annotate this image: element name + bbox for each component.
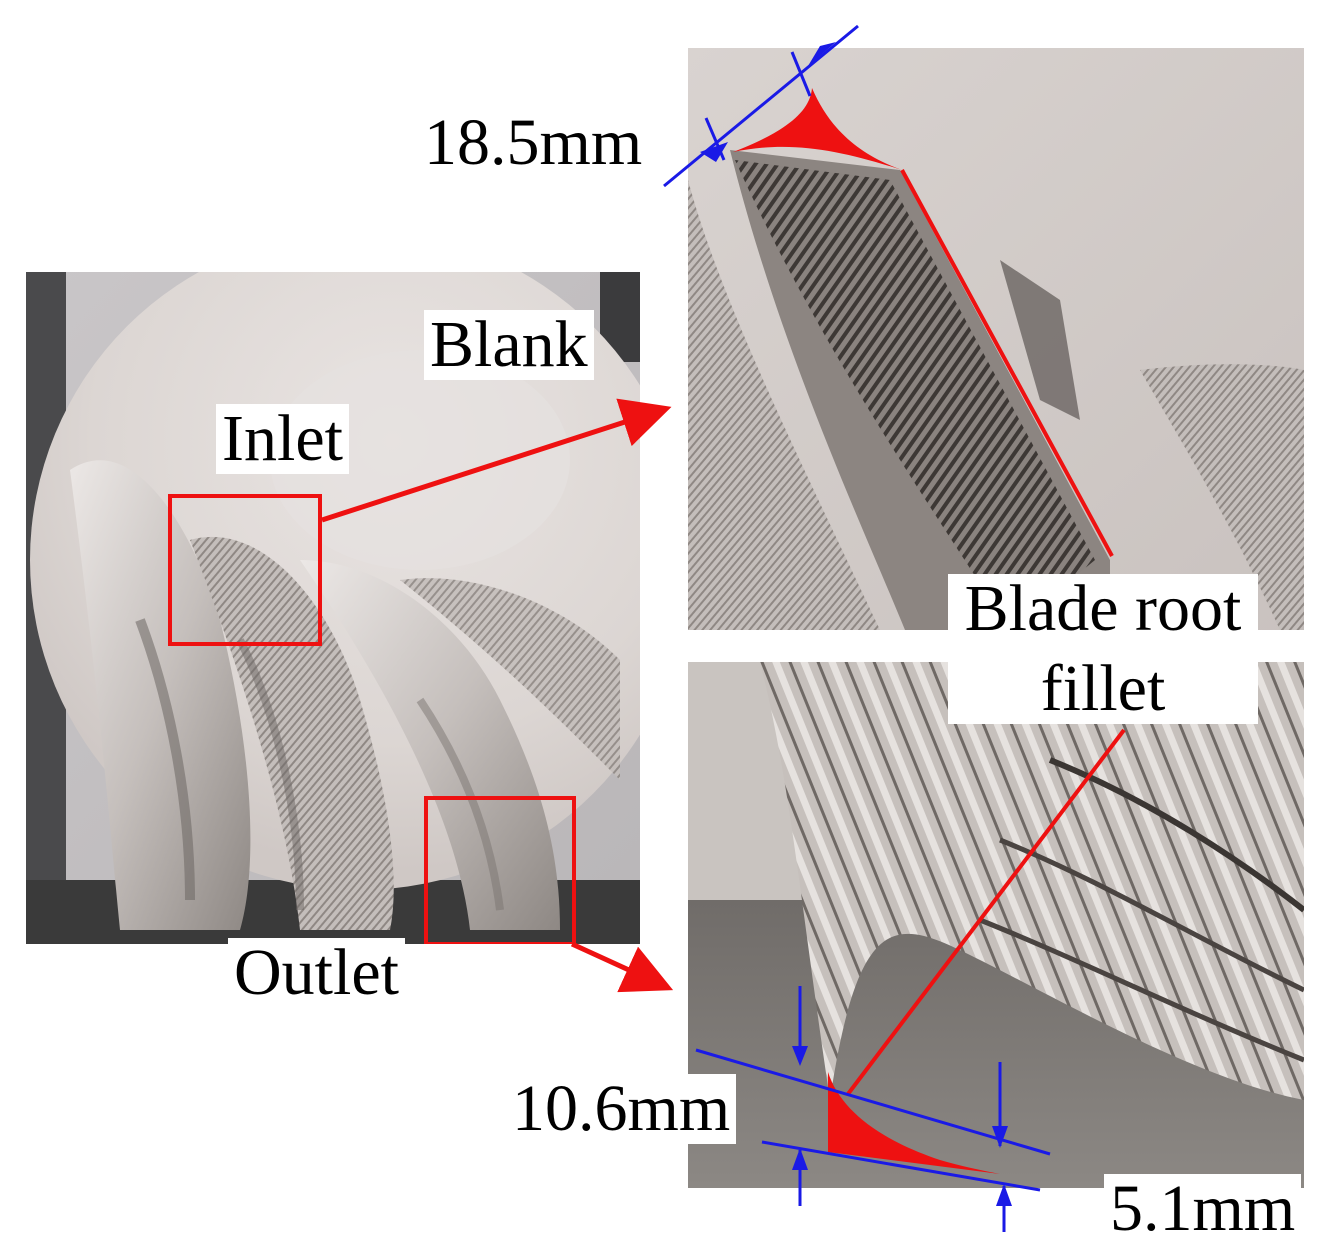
inlet-closeup-photo — [688, 48, 1304, 630]
outlet-leader-arrow — [570, 941, 674, 993]
blade — [400, 578, 620, 780]
inlet-leader-arrow — [321, 398, 672, 523]
inlet-roi-box — [168, 494, 322, 646]
blade — [300, 560, 560, 930]
outlet-fillet-highlight — [828, 1072, 1000, 1174]
blade — [190, 536, 394, 930]
outlet-label: Outlet — [228, 938, 405, 1008]
inlet-fillet-highlight — [733, 88, 902, 170]
dimension-inlet-width: 18.5mm — [418, 108, 649, 178]
blank-label: Blank — [424, 310, 594, 380]
inlet-label: Inlet — [216, 404, 349, 474]
outlet-roi-box — [424, 796, 576, 944]
dimension-outlet-width: 5.1mm — [1104, 1174, 1302, 1244]
dimension-5-1-markings — [992, 1062, 1012, 1232]
fillet-label-line1: Blade root — [948, 574, 1258, 644]
fillet-label-line2: fillet — [948, 654, 1258, 724]
dimension-10-6-markings — [695, 986, 1051, 1206]
dimension-outlet-height: 10.6mm — [506, 1074, 737, 1144]
outlet-closeup-photo — [688, 662, 1304, 1188]
dimension-18-5-markings — [663, 24, 859, 188]
impeller-photo — [26, 272, 640, 944]
